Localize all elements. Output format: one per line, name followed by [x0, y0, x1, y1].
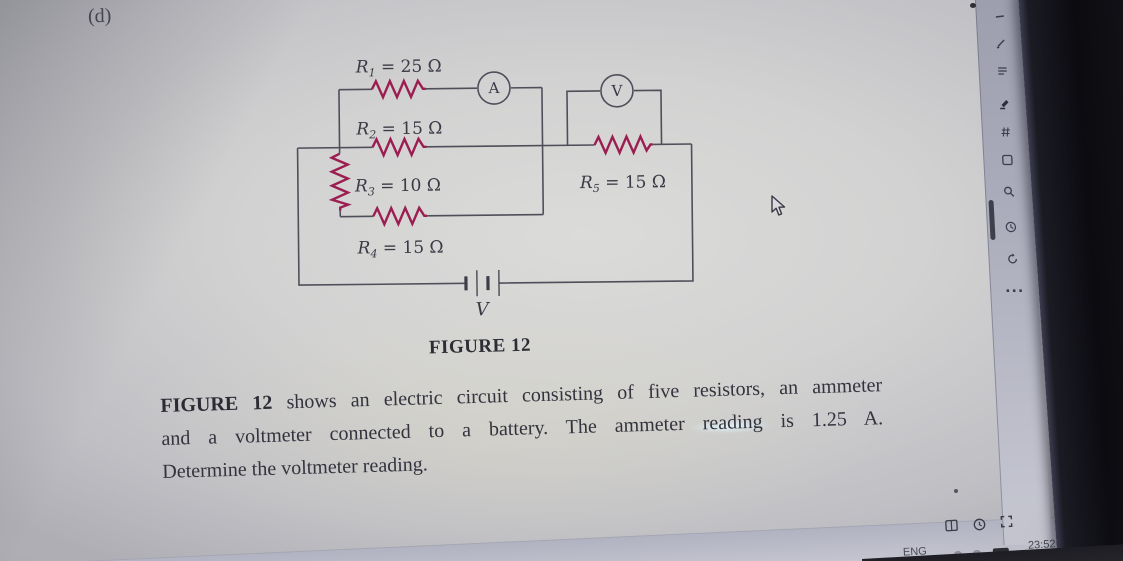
more-ellipsis-icon[interactable]: ...	[1004, 280, 1025, 296]
fullscreen-icon[interactable]	[999, 514, 1015, 530]
clock-history-icon[interactable]	[1004, 220, 1019, 234]
circuit-wires	[296, 71, 694, 286]
label-R5: R5 = 15 Ω	[579, 172, 666, 195]
label-R4: R4 = 15 Ω	[357, 238, 444, 261]
resistor-R1	[370, 78, 426, 101]
battery-symbol	[464, 270, 500, 297]
resistor-R5	[593, 133, 653, 156]
resistor-elements	[328, 78, 653, 228]
ammeter-letter: A	[487, 79, 499, 97]
highlighter-icon[interactable]	[997, 97, 1012, 111]
text-annotation-icon[interactable]	[995, 64, 1010, 78]
battery-letter: V	[476, 299, 491, 320]
page-layout-icon[interactable]	[944, 518, 960, 534]
rotate-icon[interactable]	[1005, 252, 1020, 266]
timer-icon[interactable]	[972, 517, 988, 533]
side-toolbar: ...	[975, 0, 1052, 545]
screen-speck	[954, 489, 958, 493]
mouse-cursor	[771, 195, 786, 216]
voltmeter-letter: V	[610, 82, 623, 100]
part-label: (d)	[87, 4, 112, 28]
screen-speck	[970, 3, 976, 8]
square-shape-icon[interactable]	[1000, 153, 1015, 167]
label-R1: R1 = 25 Ω	[355, 57, 442, 80]
label-R3: R3 = 10 Ω	[354, 176, 441, 199]
resistor-R2	[371, 136, 427, 159]
resistor-R3	[328, 152, 352, 211]
pen-icon[interactable]	[994, 36, 1009, 50]
problem-text: FIGURE 12 shows an electric circuit cons…	[160, 369, 885, 489]
search-icon[interactable]	[1002, 185, 1017, 199]
scrollbar-thumb[interactable]	[988, 200, 996, 240]
resistor-R4	[372, 205, 428, 228]
minimize-dash-icon[interactable]	[993, 10, 1008, 24]
label-R2: R2 = 15 Ω	[355, 119, 442, 142]
voltmeter-symbol	[600, 73, 634, 108]
hash-icon[interactable]	[999, 125, 1014, 139]
ammeter-symbol	[477, 71, 511, 105]
figure-ref-bold: FIGURE 12	[160, 391, 273, 417]
circuit-figure: R1 = 25 Ω R2 = 15 Ω R3 = 10 Ω R4 = 15 Ω …	[296, 57, 694, 320]
